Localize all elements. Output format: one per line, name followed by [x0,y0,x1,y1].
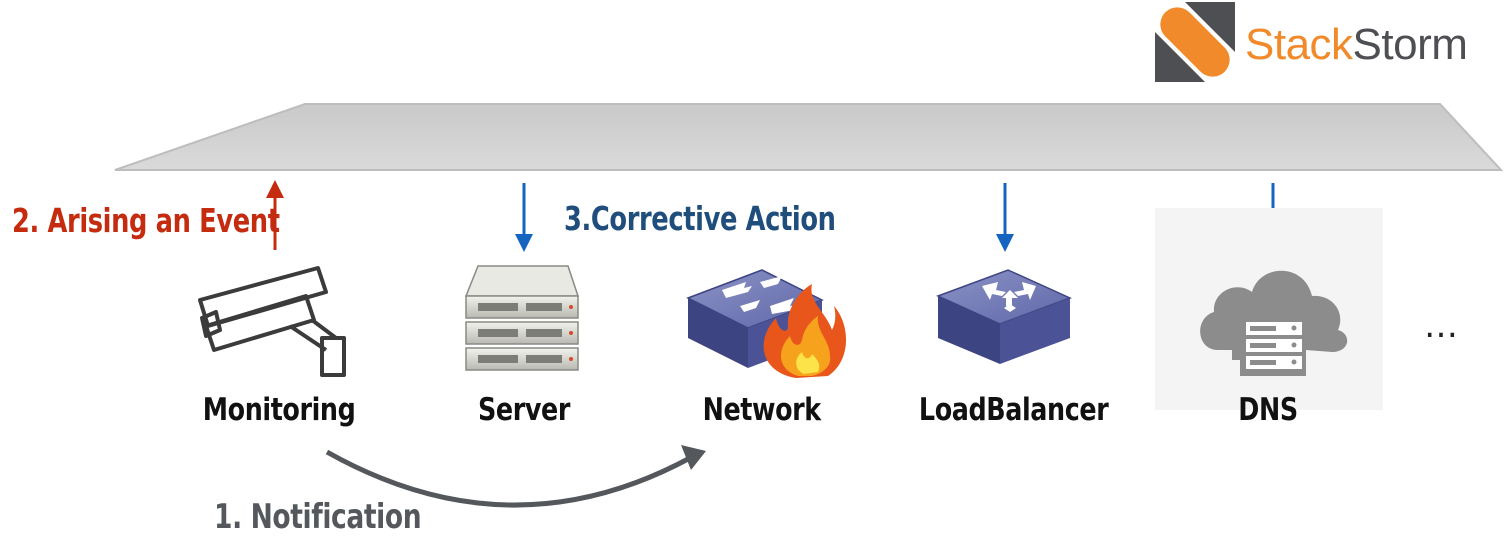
notification-arrow [325,445,706,508]
step-event-caption: 2. Arising an Event [12,201,280,240]
more-nodes-ellipsis: … [1424,306,1458,346]
node-label-monitoring: Monitoring [202,392,356,428]
network-firewall-icon [686,269,847,378]
logo-wordmark-stack: Stack [1245,20,1353,69]
stackstorm-platform [114,103,1504,171]
event-arrow [266,180,284,250]
node-label-loadbalancer: LoadBalancer [918,392,1109,428]
server-rack-icon [464,265,580,371]
node-label-network: Network [702,392,822,428]
load-balancer-icon [936,269,1072,364]
logo-wordmark-storm: Storm [1352,20,1468,69]
logo-wordmark: StackStorm [1245,20,1468,70]
cloud-server-icon [1200,270,1348,376]
security-camera-icon [198,266,346,377]
action-arrow-server [515,183,533,252]
node-label-server: Server [478,392,570,428]
action-arrow-loadbalancer [996,183,1014,252]
step-action-caption: 3.Corrective Action [564,199,836,238]
node-label-dns: DNS [1238,392,1298,428]
step-notification-caption: 1. Notification [214,497,422,537]
